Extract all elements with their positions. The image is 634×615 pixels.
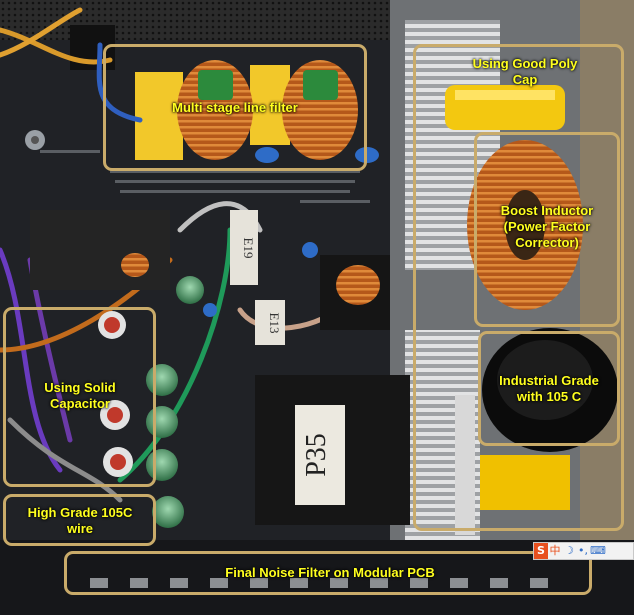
filter-toroid-2 [282, 60, 358, 160]
callout-boost-inductor [474, 132, 620, 327]
callout-wire [3, 494, 156, 546]
label-poly-cap: Using Good Poly Cap [472, 56, 578, 87]
aux-heatsink [30, 210, 170, 290]
callout-line-filter [103, 44, 367, 171]
yellow-cap-bottom [480, 455, 570, 510]
label-industrial-cap: Industrial Grade with 105 C [499, 373, 599, 404]
ime-logo-icon[interactable]: S [534, 543, 548, 559]
label-wire: High Grade 105C wire [27, 505, 133, 536]
label-chip-1 [230, 210, 258, 285]
side-wall [580, 0, 634, 540]
ime-keyboard-icon[interactable]: ⌨ [590, 544, 606, 557]
x-cap-1 [135, 72, 183, 160]
callout-solid-cap [3, 307, 156, 487]
chip-mark-2: E13 [267, 313, 282, 334]
label-solid-cap: Using Solid Capacitor [44, 380, 116, 411]
ime-language-toggle[interactable]: 中 [549, 544, 561, 557]
silkscreen [40, 150, 370, 203]
ime-punct-toggle[interactable]: •, [578, 544, 588, 557]
ime-moon-icon[interactable]: ☽ [564, 544, 574, 557]
label-noise-filter: Final Noise Filter on Modular PCB [225, 565, 435, 580]
transformer-mark: P35 [301, 433, 332, 477]
callout-heatsink-group [413, 44, 624, 531]
ime-toolbar[interactable]: S 中 ☽ •, ⌨ [533, 542, 634, 560]
callout-industrial-cap [478, 331, 620, 446]
label-line-filter: Multi stage line filter [172, 100, 298, 115]
label-boost-inductor: Boost Inductor (Power Factor Corrector) [500, 203, 594, 250]
callout-noise-filter [64, 551, 592, 595]
filter-toroid-1 [177, 60, 253, 160]
transformer-label [295, 405, 345, 505]
chip-mark-1: E19 [241, 238, 256, 259]
label-chip-2 [255, 300, 285, 345]
